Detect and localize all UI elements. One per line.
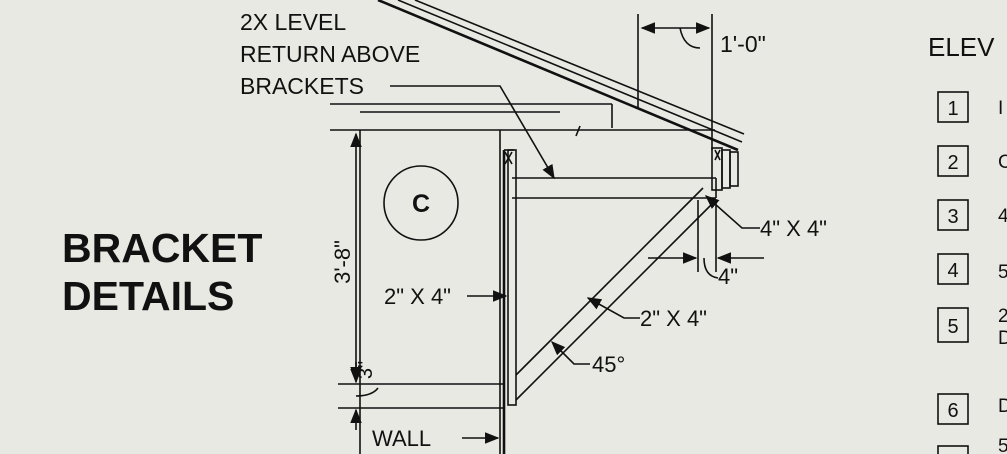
note-item: 5 2 D — [937, 306, 1007, 349]
svg-text:5: 5 — [947, 316, 958, 338]
svg-text:6: 6 — [947, 400, 958, 422]
wall-label: WALL — [372, 426, 431, 451]
return-label-1: 2X LEVEL — [240, 9, 346, 35]
bottom-dim-label: 3" — [355, 361, 377, 379]
title-line-1: BRACKET — [62, 225, 262, 271]
post-label: 4" X 4" — [760, 216, 827, 241]
svg-text:4: 4 — [998, 206, 1007, 227]
svg-text:D: D — [998, 396, 1007, 417]
svg-text:3: 3 — [947, 206, 958, 228]
overhang-label: 1'-0" — [720, 31, 766, 57]
wall-callout: WALL — [372, 426, 500, 451]
note-item: 5 — [937, 436, 1007, 454]
svg-text:2: 2 — [947, 152, 958, 174]
svg-text:5: 5 — [998, 262, 1007, 283]
height-label: 3'-8" — [330, 240, 355, 284]
svg-text:1: 1 — [947, 98, 958, 120]
fascia-ends — [711, 147, 739, 191]
circle-tag-label: C — [412, 190, 430, 218]
note-item: 2 C — [937, 145, 1007, 177]
section-tag: C — [383, 165, 459, 241]
svg-text:C: C — [998, 152, 1007, 173]
vertical-member-callout: 2" X 4" — [384, 284, 508, 309]
detail-title: BRACKET DETAILS — [62, 225, 262, 319]
elevation-heading: ELEV — [928, 32, 995, 62]
note-item: 1 I — [937, 91, 1003, 123]
roof-rafter — [377, 0, 745, 152]
angle-label: 45° — [592, 352, 625, 377]
brace-label: 2" X 4" — [640, 306, 707, 331]
svg-text:I: I — [998, 98, 1003, 119]
note-item: 6 D — [937, 393, 1007, 425]
offset-label: 4" — [718, 264, 738, 289]
return-label-2: RETURN ABOVE — [240, 41, 420, 67]
brace-callout: 2" X 4" — [586, 297, 707, 331]
post-callout: 4" X 4" — [704, 195, 827, 241]
svg-text:D: D — [998, 328, 1007, 349]
vertical-member-label: 2" X 4" — [384, 284, 451, 309]
title-line-2: DETAILS — [62, 273, 234, 319]
angle-callout: 45° — [550, 340, 625, 377]
svg-text:2: 2 — [998, 306, 1007, 327]
overhang-dimension: 1'-0" — [637, 14, 766, 150]
bottom-dimension: 3" — [338, 361, 504, 430]
note-item: 4 5 — [937, 253, 1007, 285]
return-lines — [330, 103, 715, 131]
height-dimension: 3'-8" — [330, 132, 362, 382]
svg-text:4: 4 — [947, 260, 958, 282]
note-item: 3 4 — [937, 199, 1007, 231]
return-label-3: BRACKETS — [240, 73, 364, 99]
return-callout: 2X LEVEL RETURN ABOVE BRACKETS — [240, 9, 581, 180]
svg-text:5: 5 — [998, 436, 1007, 454]
offset-dimension: 4" — [648, 200, 764, 289]
elevation-notes: ELEV 1 I 2 C 3 4 4 5 5 2 D 6 — [928, 32, 1007, 454]
